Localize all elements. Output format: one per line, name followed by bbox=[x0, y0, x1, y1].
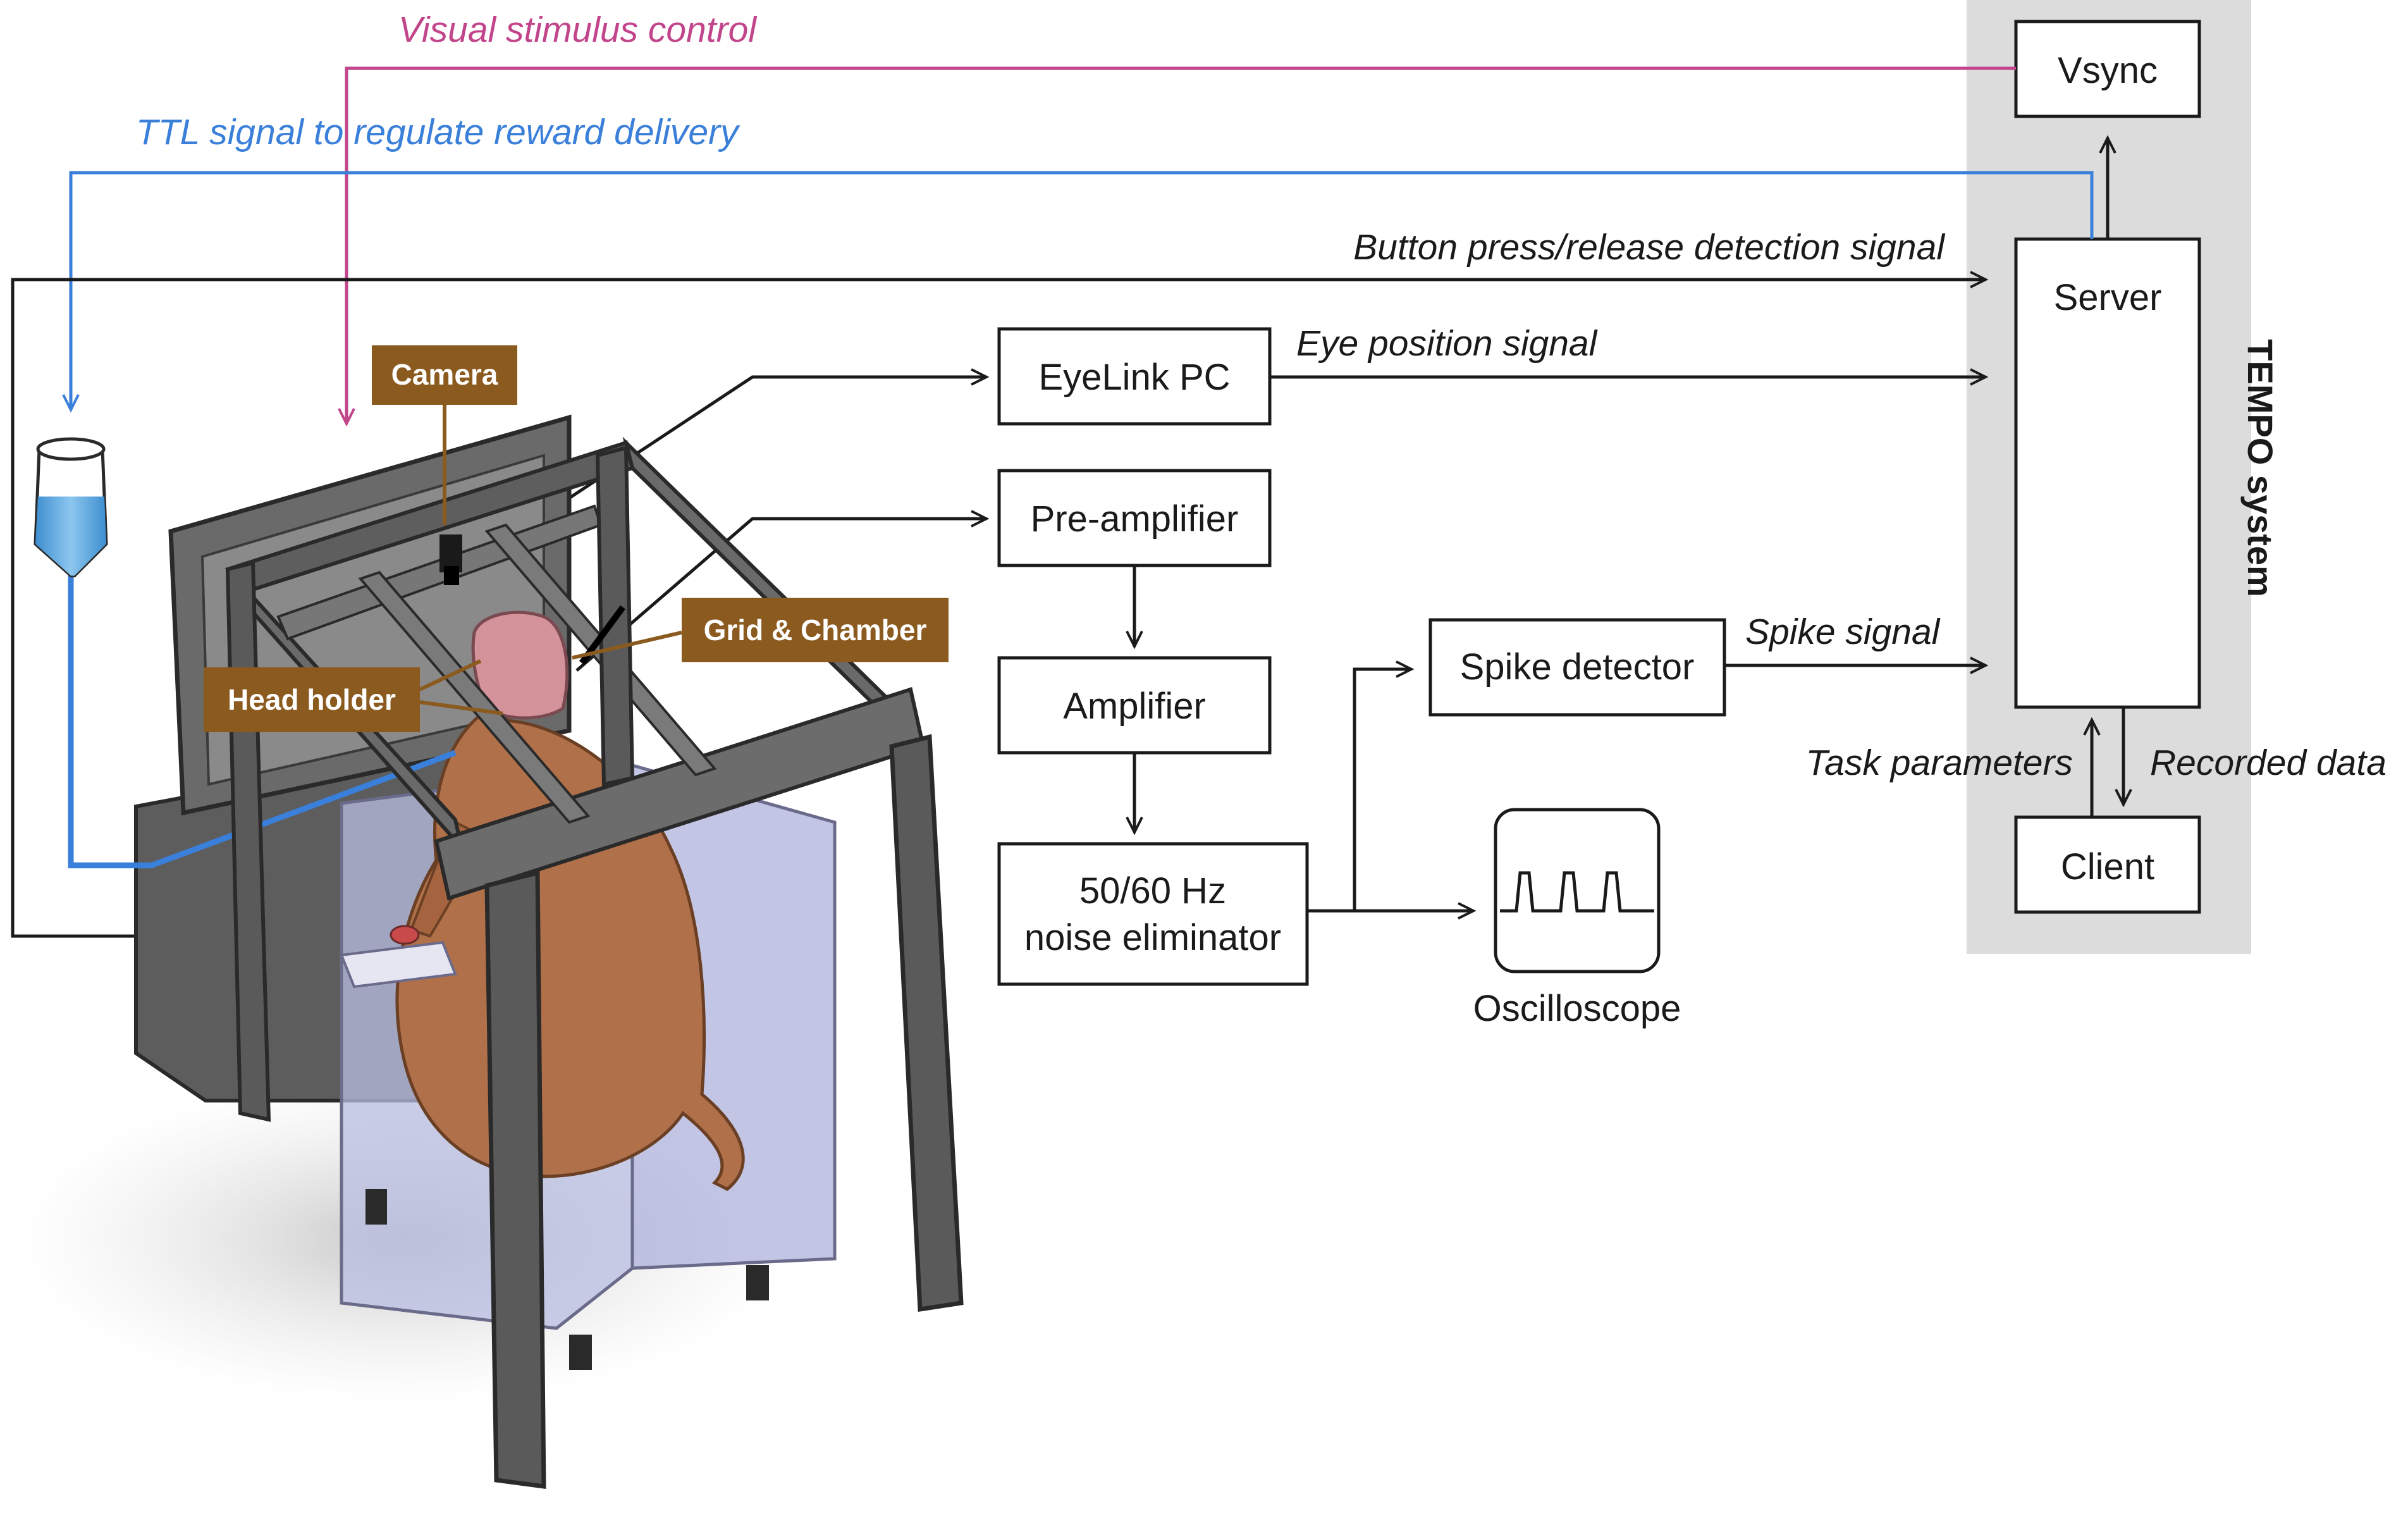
oscilloscope-waveform bbox=[1500, 871, 1654, 913]
ttl-label: TTL signal to regulate reward delivery bbox=[136, 112, 740, 152]
frame-leg bbox=[889, 734, 964, 1312]
spike-detector-box bbox=[1428, 618, 1726, 717]
visual-stimulus-label: Visual stimulus control bbox=[398, 9, 757, 50]
wheel bbox=[746, 1265, 769, 1300]
client-label: Client bbox=[2061, 846, 2154, 887]
spike-signal-label: Spike signal bbox=[1745, 612, 1941, 652]
preamp-box bbox=[997, 469, 1272, 567]
camera-tag bbox=[372, 345, 517, 405]
grid-chamber-tag bbox=[682, 598, 949, 662]
grid-chamber-tag-label: Grid & Chamber bbox=[704, 614, 927, 646]
water-level bbox=[35, 497, 106, 576]
noise-eliminator-box bbox=[997, 842, 1309, 986]
camera-lens bbox=[444, 566, 459, 585]
vsync-box bbox=[2014, 20, 2201, 118]
response-button bbox=[390, 925, 420, 945]
frame-leg bbox=[484, 870, 546, 1490]
head-holder-tag-pointer-2 bbox=[419, 700, 503, 715]
oscilloscope-label: Oscilloscope bbox=[1473, 988, 1681, 1029]
reservoir-rim bbox=[36, 437, 106, 461]
head-holder-tag-label: Head holder bbox=[228, 683, 396, 716]
wheel bbox=[366, 1189, 387, 1225]
rig-illustration bbox=[13, 414, 964, 1490]
head-holder-tag-pointer-1 bbox=[419, 659, 482, 691]
head-holder-tag bbox=[204, 667, 420, 732]
recorded-data-label: Recorded data bbox=[2150, 743, 2386, 783]
wheel bbox=[569, 1335, 592, 1370]
task-parameters-label: Task parameters bbox=[1806, 743, 2073, 783]
visual-stimulus-line bbox=[347, 66, 2016, 424]
noise-to-spike-line bbox=[1353, 669, 1411, 911]
spike-detector-label: Spike detector bbox=[1460, 646, 1695, 688]
eyelink-box bbox=[997, 327, 1272, 426]
button-plate bbox=[340, 941, 457, 989]
eye-position-label: Eye position signal bbox=[1296, 323, 1598, 364]
server-label: Server bbox=[2054, 277, 2162, 318]
ttl-line bbox=[71, 171, 2094, 410]
noise-eliminator-line2: noise eliminator bbox=[1024, 917, 1281, 958]
client-box bbox=[2014, 815, 2201, 914]
eyelink-label: EyeLink PC bbox=[1038, 357, 1230, 398]
button-signal-label: Button press/release detection signal bbox=[1353, 227, 1945, 268]
tempo-system-label: TEMPO system bbox=[2240, 339, 2280, 597]
noise-eliminator-line1: 50/60 Hz bbox=[1079, 870, 1226, 911]
frame-rail-1 bbox=[358, 571, 591, 824]
electrode-to-preamp-line bbox=[575, 519, 986, 672]
amp-label: Amplifier bbox=[1063, 686, 1206, 727]
water-tube bbox=[68, 569, 457, 868]
camera-tag-label: Camera bbox=[391, 358, 498, 391]
preamp-label: Pre-amplifier bbox=[1031, 498, 1239, 540]
oscilloscope-screen bbox=[1494, 808, 1661, 973]
vsync-label: Vsync bbox=[2058, 50, 2158, 91]
grid-chamber-tag-pointer bbox=[572, 631, 682, 660]
